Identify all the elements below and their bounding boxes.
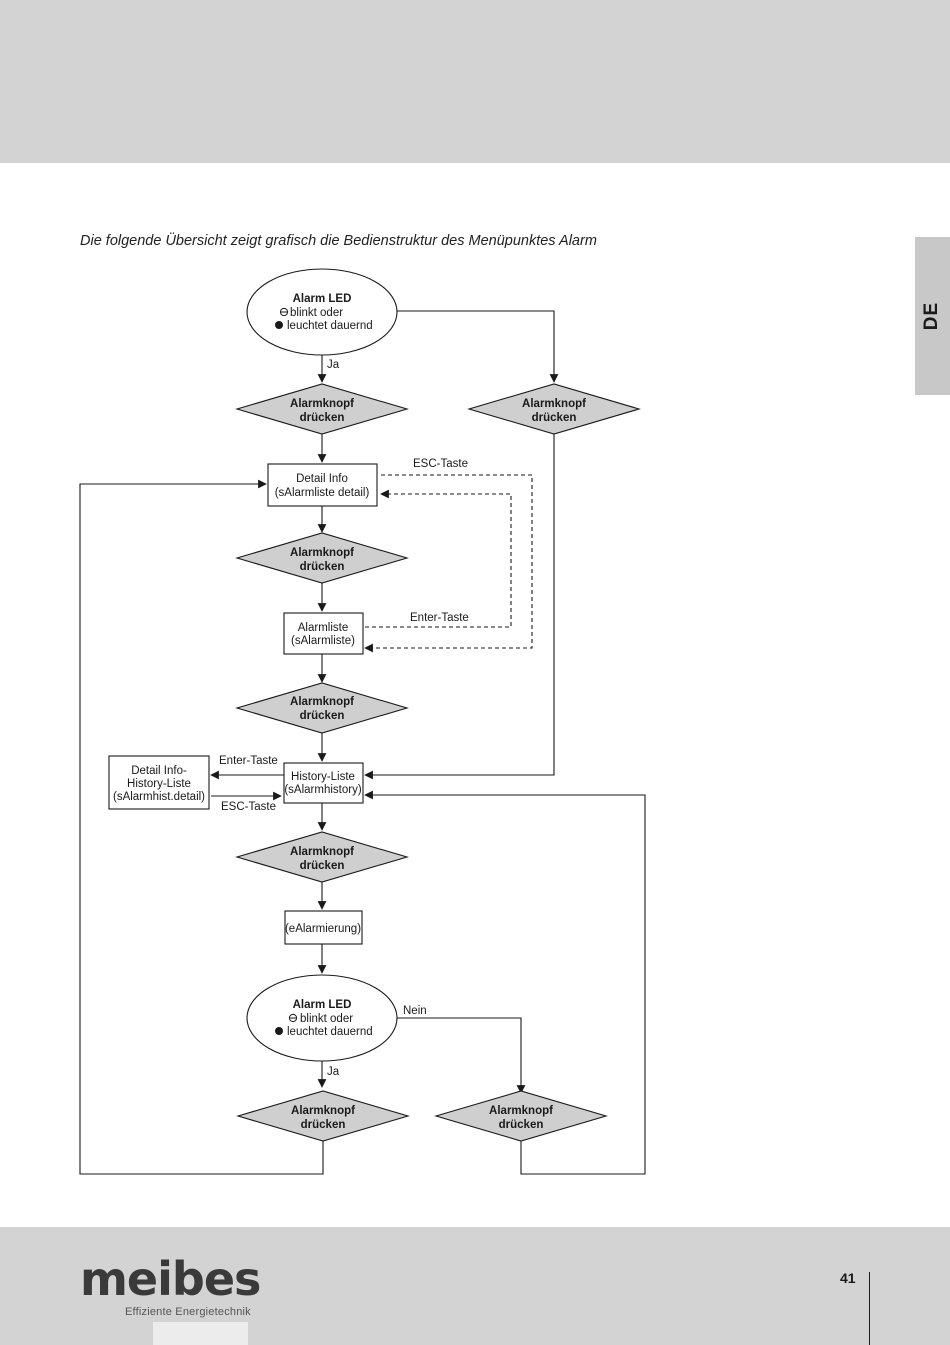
led-blink-icon: [279, 307, 289, 317]
led-solid-icon: [275, 1027, 283, 1035]
detail-history-line2: History-Liste: [127, 778, 191, 790]
diamond-label: Alarmknopf: [290, 846, 354, 858]
ealarmierung-label: (eAlarmierung): [285, 923, 361, 935]
alarm-led-line2: leuchtet dauernd: [287, 320, 373, 332]
nein-label: Nein: [403, 1005, 427, 1017]
diamond-label: drücken: [301, 1119, 346, 1131]
page-rule: [869, 1272, 870, 1345]
language-tab[interactable]: DE: [915, 237, 950, 395]
diamond-label: drücken: [300, 860, 345, 872]
diamond-label: Alarmknopf: [290, 547, 354, 559]
led-solid-icon: [275, 321, 283, 329]
diamond-label: drücken: [499, 1119, 544, 1131]
diamond-label: Alarmknopf: [291, 1105, 355, 1117]
enter-taste-label: Enter-Taste: [410, 612, 469, 624]
alarm-led-title: Alarm LED: [293, 999, 352, 1011]
history-liste-box: [283, 762, 364, 804]
esc-taste-label: ESC-Taste: [413, 458, 468, 470]
diamond-1: [235, 383, 409, 435]
diamond-label: drücken: [300, 710, 345, 722]
alarm-led-line2: leuchtet dauernd: [287, 1026, 373, 1038]
diamond-3: [235, 682, 409, 734]
alarm-led-ellipse-bottom: [246, 974, 398, 1062]
alarm-led-line1: blinkt oder: [300, 1013, 353, 1025]
header-band: [0, 0, 950, 163]
history-liste-line1: History-Liste: [291, 771, 355, 783]
alarm-led-line1: blinkt oder: [290, 307, 343, 319]
diamond-right: [467, 383, 641, 435]
logo-strip: [153, 1322, 248, 1345]
detail-history-line1: Detail Info-: [131, 765, 187, 777]
alarm-led-ellipse-top: [246, 268, 398, 356]
intro-text: Die folgende Übersicht zeigt grafisch di…: [80, 233, 597, 249]
alarmliste-line1: Alarmliste: [298, 622, 348, 634]
ja-label: Ja: [327, 359, 340, 371]
ealarmierung-box: [284, 910, 363, 945]
alarm-led-title: Alarm LED: [293, 293, 352, 305]
enter-taste-label: Enter-Taste: [219, 755, 278, 767]
ja-label: Ja: [327, 1066, 340, 1078]
diamond-bottom-left: [236, 1090, 410, 1142]
meibes-logo: meibes: [80, 1252, 261, 1306]
history-liste-line2: (sAlarmhistory): [284, 784, 361, 796]
detail-info-box: [267, 463, 378, 507]
diamond-2: [235, 532, 409, 584]
logo-tagline: Effiziente Energietechnik: [125, 1306, 251, 1318]
diamond-bottom-right: [434, 1090, 608, 1142]
alarmliste-box: [283, 612, 364, 655]
detail-info-line2: (sAlarmliste detail): [275, 487, 370, 499]
page-number: 41: [840, 1270, 856, 1286]
diamond-label: drücken: [532, 412, 577, 424]
diamond-label: drücken: [300, 561, 345, 573]
diamond-label: Alarmknopf: [522, 398, 586, 410]
detail-info-line1: Detail Info: [296, 473, 348, 485]
detail-history-line3: (sAlarmhist.detail): [113, 791, 205, 803]
diamond-label: Alarmknopf: [489, 1105, 553, 1117]
detail-history-box: [108, 755, 210, 810]
esc-taste-label: ESC-Taste: [221, 801, 276, 813]
diamond-4: [235, 831, 409, 883]
led-blink-icon: [288, 1013, 298, 1023]
diamond-label: Alarmknopf: [290, 696, 354, 708]
diamond-label: drücken: [300, 412, 345, 424]
diamond-label: Alarmknopf: [290, 398, 354, 410]
alarmliste-line2: (sAlarmliste): [291, 635, 355, 647]
